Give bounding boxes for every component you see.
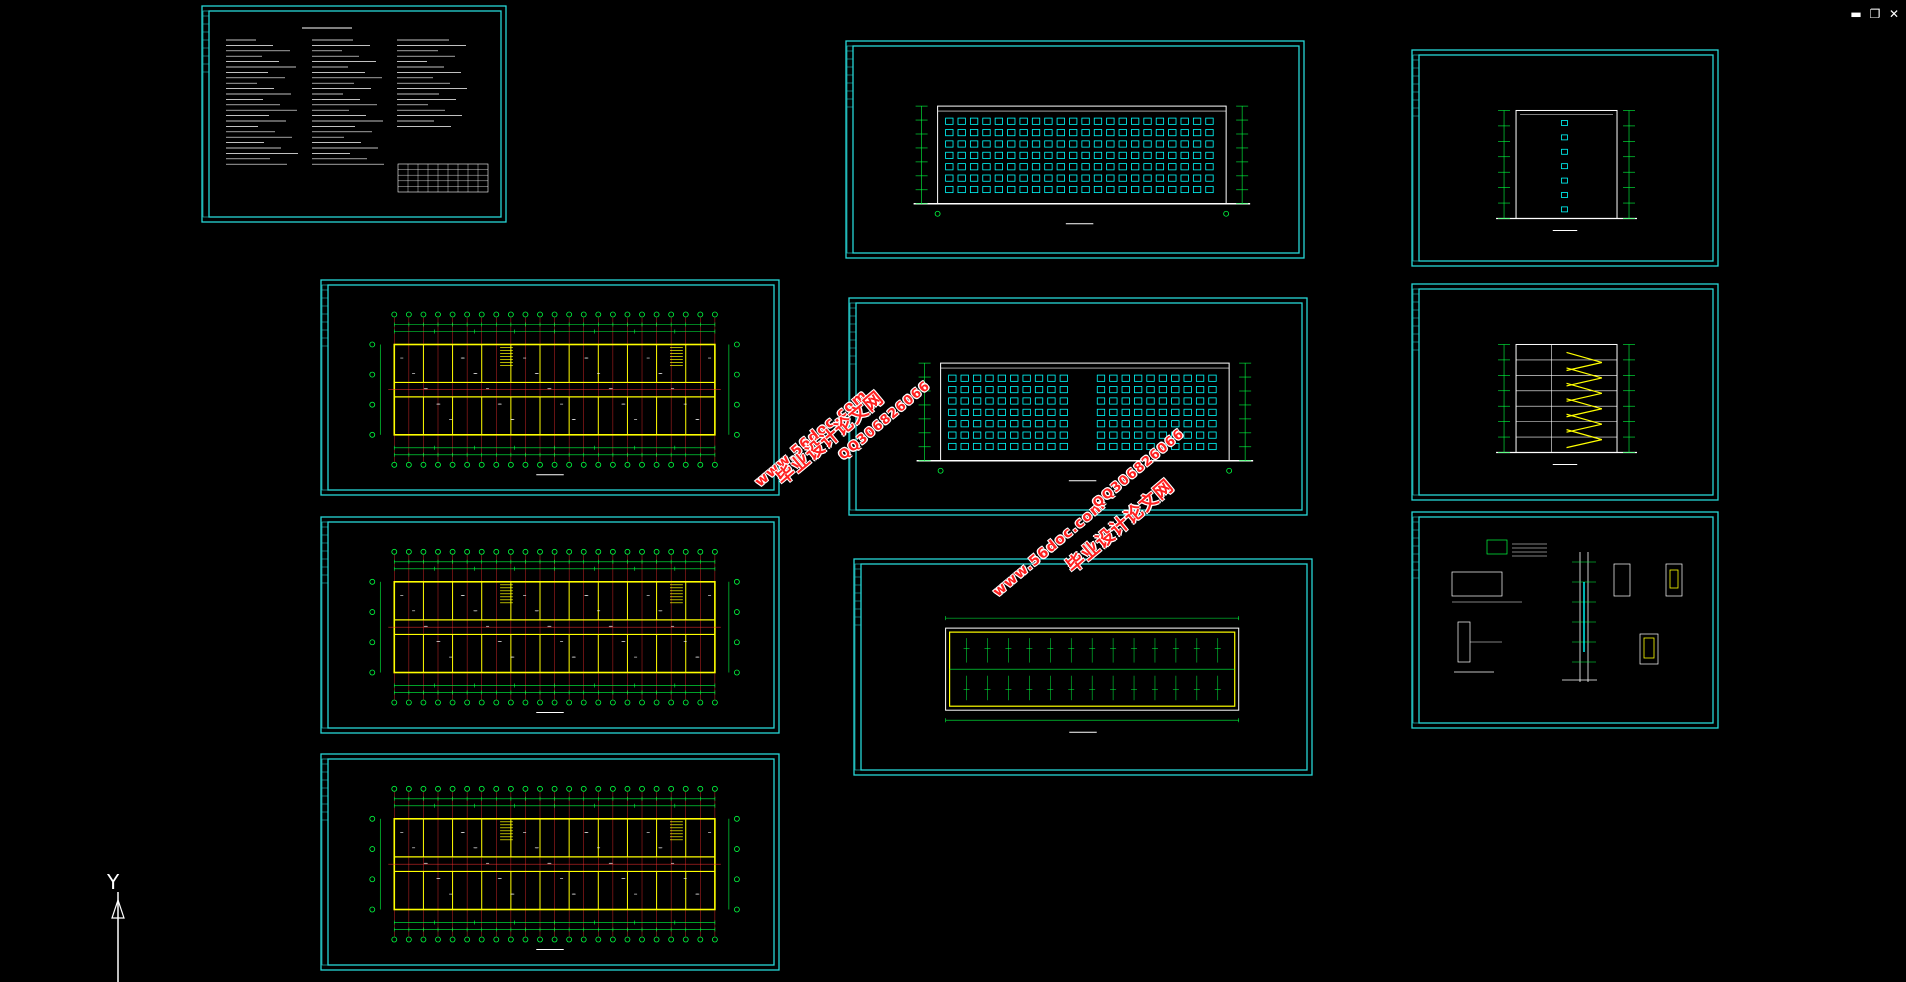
- close-icon[interactable]: ✕: [1888, 7, 1900, 21]
- ucs-y-label: Y: [107, 870, 120, 894]
- sheet-design-notes[interactable]: [201, 5, 507, 223]
- sheet-side-elevation-right[interactable]: [1411, 283, 1719, 501]
- sheet-side-elevation-left[interactable]: [1411, 49, 1719, 267]
- sheet-top-floor-plan[interactable]: [320, 753, 780, 971]
- sheet-details[interactable]: [1411, 511, 1719, 729]
- sheet-rear-elevation[interactable]: [848, 297, 1308, 516]
- restore-icon[interactable]: ❐: [1869, 7, 1881, 21]
- sheet-standard-floor-plan[interactable]: [320, 516, 780, 734]
- sheet-front-elevation[interactable]: [845, 40, 1305, 259]
- sheet-ground-floor-plan[interactable]: [320, 279, 780, 496]
- sheet-roof-plan[interactable]: [853, 558, 1313, 776]
- ucs-axis-icon: [111, 892, 125, 982]
- minimize-icon[interactable]: ▬: [1850, 7, 1862, 21]
